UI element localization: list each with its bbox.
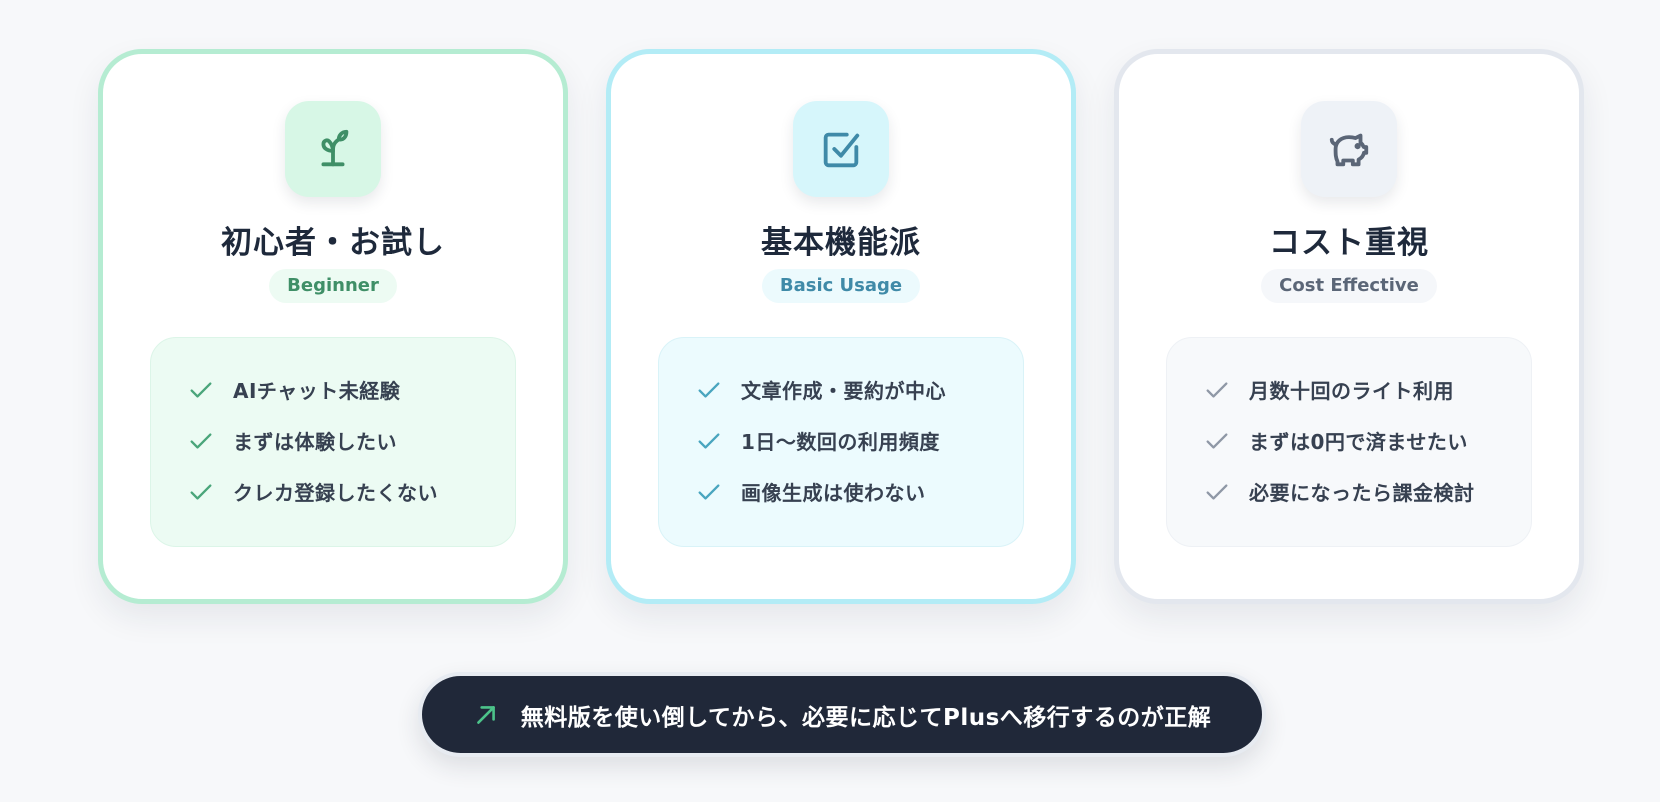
feature-text: 1日〜数回の利用頻度 <box>741 430 940 454</box>
feature-text: まずは体験したい <box>233 430 397 454</box>
card-title: 基本機能派 <box>761 225 921 261</box>
feature-item: 文章作成・要約が中心 <box>695 374 1023 405</box>
check-icon <box>1206 483 1228 500</box>
card-title: コスト重視 <box>1269 225 1429 261</box>
recommendation-text: 無料版を使い倒してから、必要に応じてPlusへ移行するのが正解 <box>520 704 1212 731</box>
feature-item: AIチャット未経験 <box>187 374 515 405</box>
check-icon <box>1206 432 1228 449</box>
icon-box <box>285 101 381 197</box>
feature-item: 月数十回のライト利用 <box>1203 374 1531 405</box>
feature-text: 月数十回のライト利用 <box>1249 379 1454 403</box>
feature-list: AIチャット未経験 まずは体験したい クレカ登録したくない <box>150 337 516 547</box>
card-beginner: 初心者・お試し Beginner AIチャット未経験 まずは体験したい クレカ登… <box>98 49 568 604</box>
feature-list: 文章作成・要約が中心 1日〜数回の利用頻度 画像生成は使わない <box>658 337 1024 547</box>
feature-text: まずは0円で済ませたい <box>1249 430 1468 454</box>
card-basic-usage: 基本機能派 Basic Usage 文章作成・要約が中心 1日〜数回の利用頻度 … <box>606 49 1076 604</box>
icon-box <box>793 101 889 197</box>
feature-item: 必要になったら課金検討 <box>1203 476 1531 507</box>
check-icon <box>190 432 212 449</box>
feature-item: 1日〜数回の利用頻度 <box>695 425 1023 456</box>
persona-cards: 初心者・お試し Beginner AIチャット未経験 まずは体験したい クレカ登… <box>98 49 1584 604</box>
feature-text: 画像生成は使わない <box>741 481 926 505</box>
recommendation-banner[interactable]: 無料版を使い倒してから、必要に応じてPlusへ移行するのが正解 <box>418 672 1266 757</box>
checkbox-icon <box>823 132 860 168</box>
feature-text: クレカ登録したくない <box>233 481 438 505</box>
feature-text: AIチャット未経験 <box>233 379 401 403</box>
feature-item: まずは体験したい <box>187 425 515 456</box>
feature-text: 文章作成・要約が中心 <box>741 379 946 403</box>
feature-text: 必要になったら課金検討 <box>1249 481 1475 505</box>
check-icon <box>1206 381 1228 398</box>
card-badge: Cost Effective <box>1261 269 1437 303</box>
arrow-up-right-icon <box>476 705 495 724</box>
feature-list: 月数十回のライト利用 まずは0円で済ませたい 必要になったら課金検討 <box>1166 337 1532 547</box>
card-title: 初心者・お試し <box>221 225 445 261</box>
check-icon <box>190 381 212 398</box>
check-icon <box>698 381 720 398</box>
sprout-icon <box>321 129 349 167</box>
card-badge: Beginner <box>269 269 397 303</box>
piggy-bank-icon <box>1329 133 1369 167</box>
feature-item: クレカ登録したくない <box>187 476 515 507</box>
check-icon <box>698 432 720 449</box>
card-cost-effective: コスト重視 Cost Effective 月数十回のライト利用 まずは0円で済ま… <box>1114 49 1584 604</box>
card-badge: Basic Usage <box>761 269 921 303</box>
feature-item: 画像生成は使わない <box>695 476 1023 507</box>
feature-item: まずは0円で済ませたい <box>1203 425 1531 456</box>
icon-box <box>1301 101 1397 197</box>
check-icon <box>698 483 720 500</box>
check-icon <box>190 483 212 500</box>
